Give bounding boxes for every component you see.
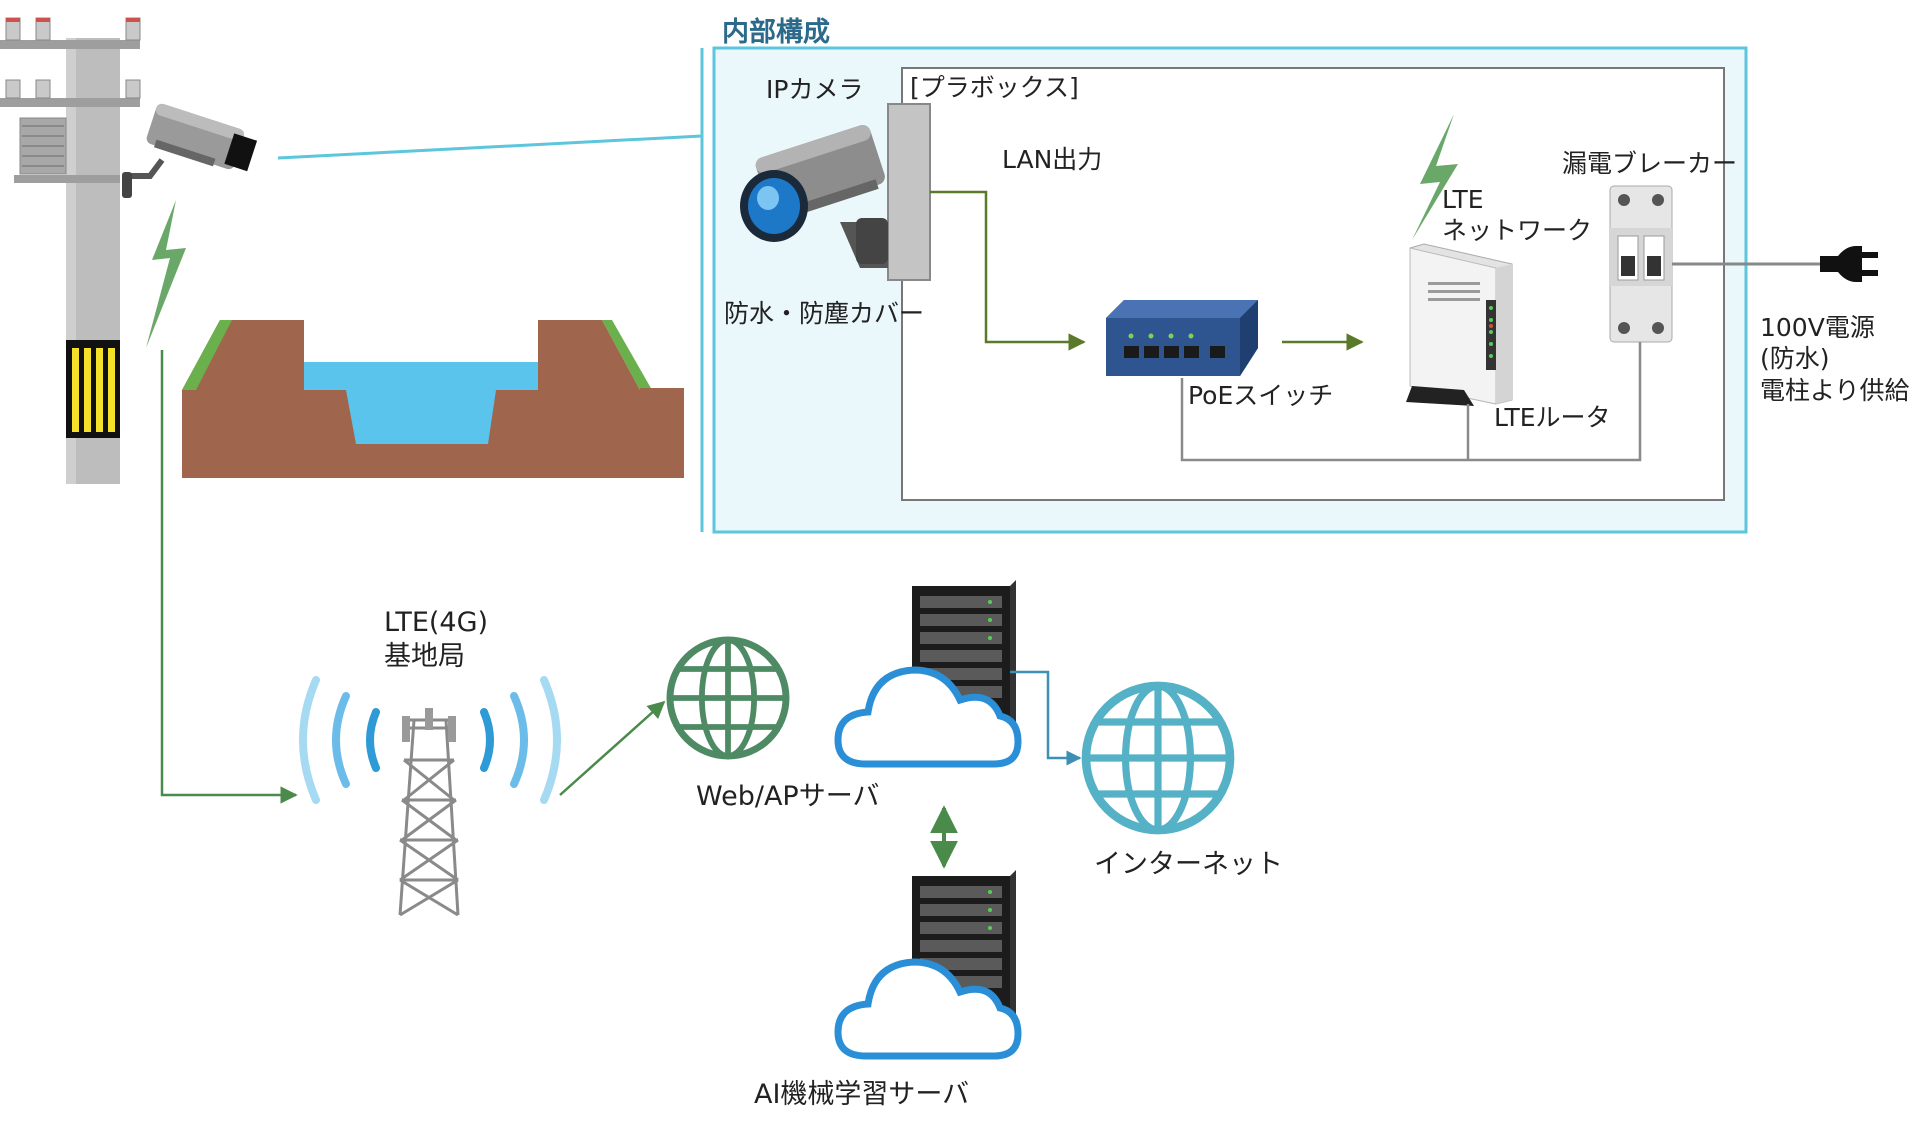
server-to-internet-line — [1010, 670, 1082, 766]
ip-camera-icon — [740, 103, 931, 281]
web-globe-icon — [670, 640, 786, 756]
poe-switch-label: PoEスイッチ — [1188, 381, 1334, 410]
internet-label: インターネット — [1094, 849, 1283, 880]
zoom-leader-line — [277, 134, 703, 160]
network-switch-icon — [1106, 300, 1258, 376]
cloud-icon — [834, 666, 1022, 768]
pole-to-tower-line — [160, 350, 298, 804]
cell-tower-icon — [299, 676, 561, 917]
internet-globe-icon — [1086, 686, 1230, 830]
pole-camera-icon — [122, 103, 258, 198]
lte-router-icon — [1406, 243, 1513, 406]
power-distribution-lines — [1180, 342, 1642, 462]
breaker-label: 漏電ブレーカー — [1562, 149, 1738, 178]
plabox-frame — [901, 67, 1725, 501]
lan-connection-line — [930, 190, 1086, 351]
cover-label: 防水・防塵カバー — [724, 299, 925, 328]
lightning-bolt-icon — [146, 200, 186, 348]
ai-cloud-icon — [834, 958, 1022, 1060]
lte-router-label: LTEルータ — [1494, 403, 1611, 432]
base-station-label: LTE(4G) 基地局 — [384, 607, 489, 672]
power-label: 100V電源 (防水) 電柱より供給 — [1760, 313, 1910, 405]
utility-pole-icon — [0, 17, 141, 484]
lte-network-label: LTE ネットワーク — [1442, 185, 1593, 246]
web-ap-server-label: Web/APサーバ — [696, 781, 880, 812]
river-cross-section-icon — [182, 320, 684, 478]
power-plug-icon — [1820, 246, 1878, 282]
circuit-breaker-icon — [1609, 185, 1673, 343]
plabox-label: [プラボックス] — [910, 73, 1079, 102]
ip-camera-label: IPカメラ — [766, 75, 864, 104]
inner-config-title: 内部構成 — [722, 17, 830, 48]
lan-output-label: LAN出力 — [1002, 145, 1103, 174]
tower-to-web-arrow — [559, 700, 666, 796]
ai-server-label: AI機械学習サーバ — [754, 1079, 970, 1110]
lte-bolt-icon — [1412, 114, 1458, 240]
